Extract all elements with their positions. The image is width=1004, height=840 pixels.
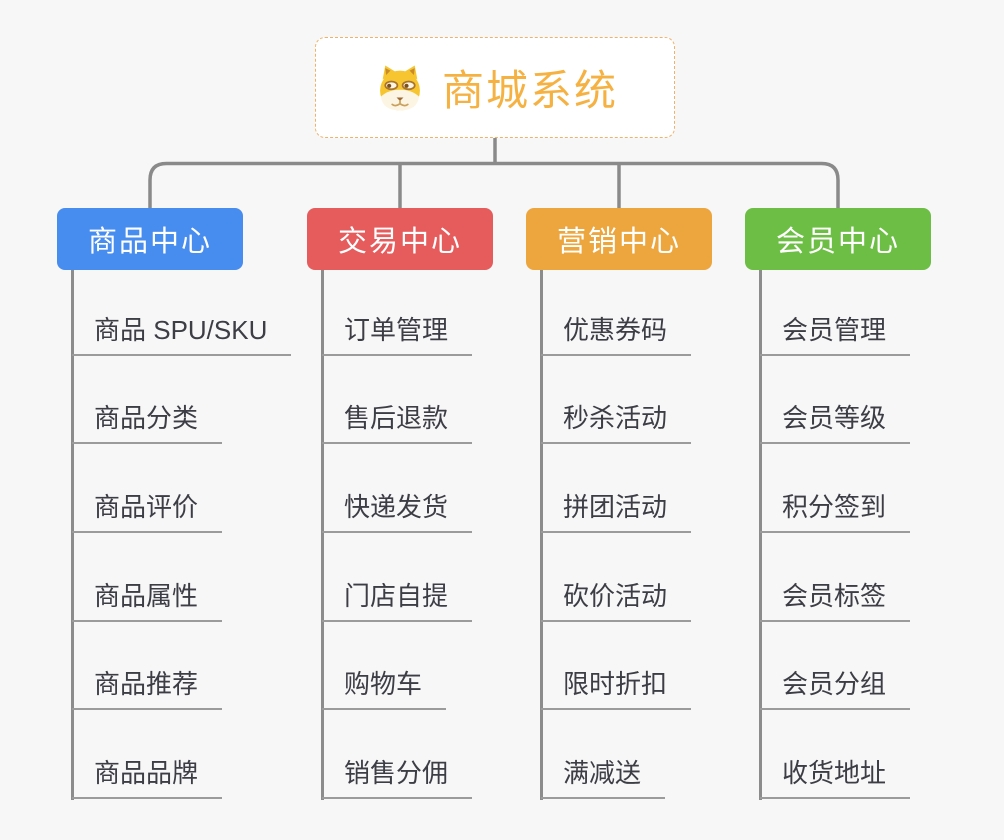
leaf-node[interactable]: 快递发货	[322, 490, 473, 533]
leaf-node[interactable]: 商品品牌	[72, 756, 223, 799]
leaf-node[interactable]: 会员等级	[760, 401, 911, 444]
leaf-node[interactable]: 砍价活动	[541, 579, 692, 622]
leaf-node[interactable]: 会员标签	[760, 579, 911, 622]
branch-node-member-center[interactable]: 会员中心	[745, 208, 931, 270]
root-title: 商城系统	[441, 67, 618, 114]
leaf-node[interactable]: 收货地址	[760, 756, 911, 799]
leaf-node[interactable]: 秒杀活动	[541, 401, 692, 444]
leaf-node[interactable]: 购物车	[322, 667, 447, 710]
leaf-node[interactable]: 商品 SPU/SKU	[72, 313, 292, 356]
branch-label: 商品中心	[87, 226, 212, 258]
child-connector-line	[540, 270, 543, 800]
branch-label: 营销中心	[556, 226, 681, 258]
branch-label: 交易中心	[337, 226, 462, 258]
leaf-node[interactable]: 会员分组	[760, 667, 911, 710]
root-node[interactable]: 商城系统	[315, 37, 675, 138]
child-connector-line	[321, 270, 324, 800]
branch-node-product-center[interactable]: 商品中心	[57, 208, 243, 270]
leaf-node[interactable]: 商品评价	[72, 490, 223, 533]
shiba-dog-icon	[380, 64, 420, 111]
leaf-node[interactable]: 拼团活动	[541, 490, 692, 533]
leaf-node[interactable]: 商品属性	[72, 579, 223, 622]
branch-node-marketing-center[interactable]: 营销中心	[526, 208, 712, 270]
leaf-node[interactable]: 限时折扣	[541, 667, 692, 710]
leaf-node[interactable]: 门店自提	[322, 579, 473, 622]
leaf-node[interactable]: 销售分佣	[322, 756, 473, 799]
leaf-node[interactable]: 优惠券码	[541, 313, 692, 356]
leaf-node[interactable]: 订单管理	[322, 313, 473, 356]
child-connector-line	[759, 270, 762, 800]
branch-node-trade-center[interactable]: 交易中心	[307, 208, 493, 270]
leaf-node[interactable]: 会员管理	[760, 313, 911, 356]
leaf-node[interactable]: 满减送	[541, 756, 666, 799]
branch-label: 会员中心	[775, 226, 900, 258]
leaf-node[interactable]: 售后退款	[322, 401, 473, 444]
leaf-node[interactable]: 积分签到	[760, 490, 911, 533]
child-connector-line	[71, 270, 74, 800]
leaf-node[interactable]: 商品分类	[72, 401, 223, 444]
leaf-node[interactable]: 商品推荐	[72, 667, 223, 710]
